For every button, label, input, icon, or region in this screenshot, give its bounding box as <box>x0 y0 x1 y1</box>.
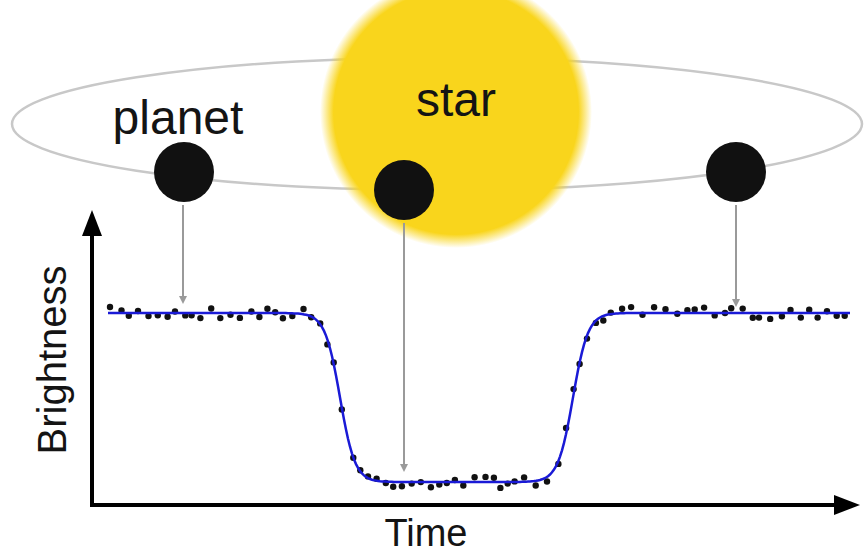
data-point <box>651 304 657 310</box>
x-axis <box>90 503 836 507</box>
leader-arrow <box>403 223 405 470</box>
data-point <box>460 482 466 488</box>
leader-arrow <box>182 205 184 302</box>
planet-left <box>154 142 214 202</box>
data-point <box>197 315 203 321</box>
y-axis-label: Brightness <box>29 266 75 455</box>
data-point <box>107 304 113 310</box>
data-point <box>399 483 405 489</box>
star-circle: star <box>320 0 592 248</box>
data-point <box>628 304 634 310</box>
data-point <box>428 484 434 490</box>
data-point <box>662 306 668 312</box>
data-point <box>814 314 820 320</box>
data-point <box>728 305 734 311</box>
data-point <box>264 306 270 312</box>
x-axis-label: Time <box>384 512 467 556</box>
data-point <box>208 305 214 311</box>
data-point <box>701 304 707 310</box>
data-point <box>798 314 804 320</box>
data-point <box>497 485 503 491</box>
data-point <box>521 474 527 480</box>
star-label: star <box>320 0 592 128</box>
data-point <box>482 474 488 480</box>
data-point <box>750 315 756 321</box>
planet-right <box>706 142 766 202</box>
planet-label: planet <box>113 90 244 145</box>
leader-arrow <box>735 205 737 305</box>
data-point <box>756 314 762 320</box>
data-point <box>767 316 773 322</box>
y-axis <box>90 232 94 507</box>
x-axis-head <box>834 495 860 515</box>
data-point <box>217 315 223 321</box>
data-point <box>237 315 243 321</box>
planet-transit <box>374 160 434 220</box>
data-point <box>471 474 477 480</box>
data-point <box>256 314 262 320</box>
data-point <box>390 484 396 490</box>
data-point <box>280 315 286 321</box>
data-point <box>692 306 698 312</box>
fit-curve <box>108 313 850 482</box>
data-point <box>164 314 170 320</box>
data-point <box>740 305 746 311</box>
data-point <box>619 306 625 312</box>
y-axis-head <box>82 210 102 236</box>
data-point <box>533 482 539 488</box>
data-point <box>300 306 306 312</box>
data-point <box>491 475 497 481</box>
